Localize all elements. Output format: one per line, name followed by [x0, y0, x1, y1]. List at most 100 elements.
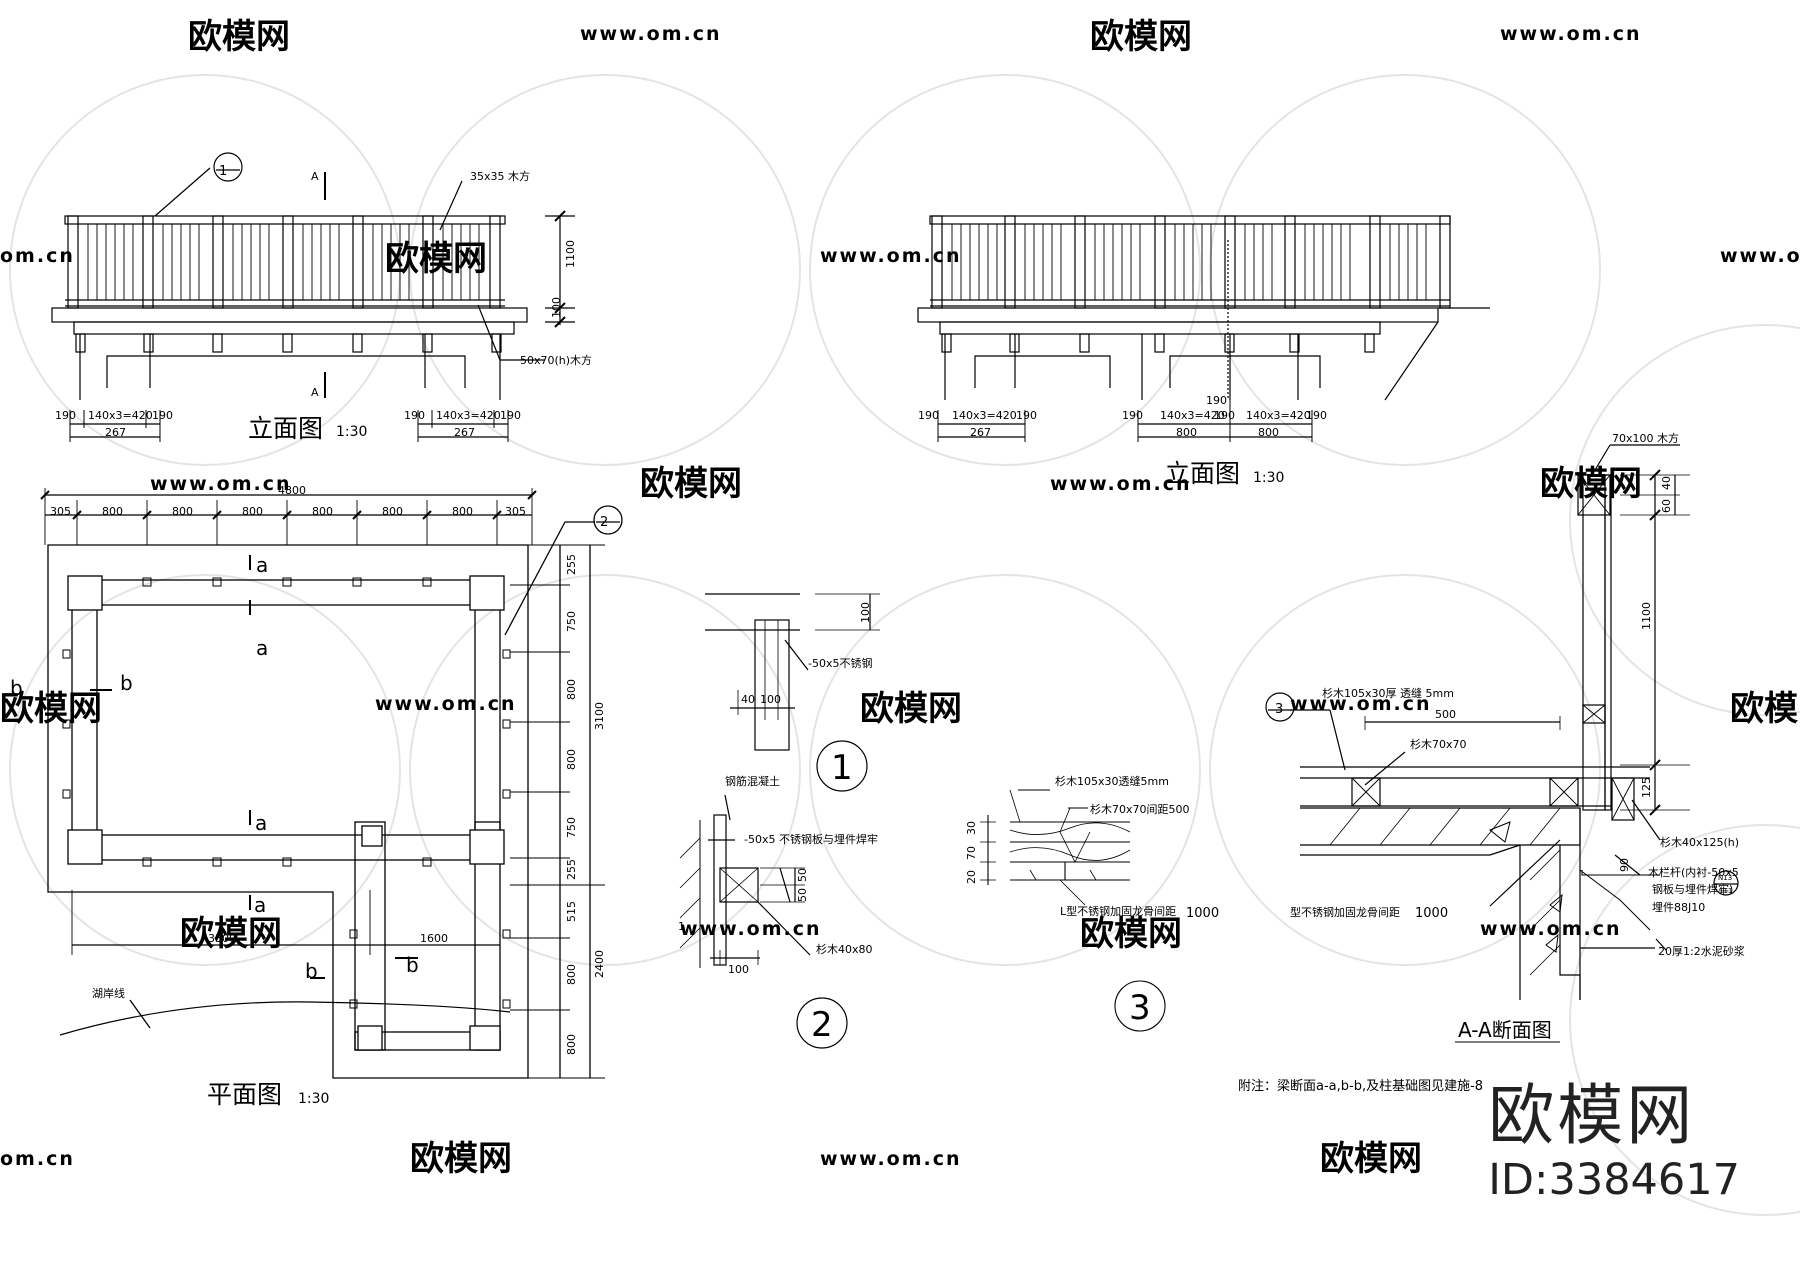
- dim-total: 267: [454, 426, 475, 439]
- dim-value: 800: [452, 505, 473, 518]
- wood-label: 杉木40x80: [816, 942, 873, 956]
- dim-value: 190: [55, 409, 76, 422]
- footnote: 附注：梁断面a-a,b-b,及柱基础图见建施-8: [1238, 1079, 1483, 1094]
- top-label: 70x100 木方: [1612, 431, 1679, 445]
- watermark-brand: 欧模网: [860, 689, 962, 729]
- section-label-a: a: [256, 553, 268, 577]
- dim-value: 255: [565, 554, 578, 575]
- dim-value: 20: [965, 870, 978, 884]
- steel-label: 型不锈钢加固龙骨间距: [1290, 905, 1400, 919]
- concrete-label: 钢筋混凝土: [725, 774, 780, 788]
- detail-ref-number: 3: [1275, 702, 1283, 717]
- detail-ref-number: 1: [219, 164, 227, 179]
- dim-value: 800: [565, 1034, 578, 1055]
- dim-value: 750: [565, 817, 578, 838]
- section-label-a: a: [254, 893, 266, 917]
- brand-block: 欧模网 ID:3384617: [1488, 1083, 1740, 1207]
- watermark-url: www.om.cn: [680, 918, 822, 940]
- dim-value: 70: [965, 846, 978, 860]
- watermark-brand: 欧模网: [1540, 464, 1642, 504]
- watermark-layer: 欧模网 www.om.cn 欧模网 www.om.cn om.cn 欧模网 ww…: [0, 17, 1800, 1216]
- detail-2-text: 钢筋混凝土 -50x5 不锈钢板与埋件焊牢 50 50 100 杉木40x80 …: [678, 774, 878, 1045]
- detail-1-text: 100 40 100 -50x5不锈钢 1: [741, 602, 872, 788]
- detail-number: 2: [811, 1005, 833, 1045]
- dim-value: 190: [500, 409, 521, 422]
- dim-total: 3100: [593, 702, 606, 730]
- dim-value: 40: [1660, 476, 1673, 490]
- section-mark-label: A: [311, 170, 319, 183]
- watermark-url: www.om.cn: [820, 1148, 962, 1170]
- drawing-title: 立面图: [1165, 459, 1240, 488]
- dim-value: 305: [50, 505, 71, 518]
- drawing-title: 立面图: [248, 414, 323, 443]
- watermark-url: om.cn: [0, 245, 75, 267]
- watermark-url: www.om.cn: [1480, 918, 1622, 940]
- spacing-label: 1000: [1186, 906, 1219, 921]
- dim-total: 800: [1176, 426, 1197, 439]
- dim-value: 140x3=420: [952, 409, 1017, 422]
- section-mark-label: A: [311, 386, 319, 399]
- brand-id: ID:3384617: [1488, 1155, 1740, 1205]
- dim-value: 30: [965, 821, 978, 835]
- dim-value: 1600: [420, 932, 448, 945]
- dim-value: 140x3=420: [88, 409, 153, 422]
- mortar-label: 20厚1:2水泥砂浆: [1658, 944, 1745, 958]
- dim-value: 255: [565, 859, 578, 880]
- dim-value: 90: [1618, 858, 1631, 872]
- handrail-label: 木栏杆(内衬-50x5: [1648, 865, 1739, 879]
- dim-value: 800: [382, 505, 403, 518]
- dim-value: 800: [172, 505, 193, 518]
- watermark-brand: 欧模网: [1090, 17, 1192, 57]
- plate-label: -50x5不锈钢: [808, 657, 872, 670]
- drawing-scale: 1:30: [298, 1091, 329, 1107]
- watermark-brand: 欧模网: [640, 464, 742, 504]
- dim-value: 100: [760, 693, 781, 706]
- circle-ref-top: N13: [1718, 874, 1732, 882]
- joist-span: 500: [1435, 708, 1456, 721]
- watermark-url: www.om.cn: [1720, 245, 1800, 267]
- brand-name: 欧模网: [1488, 1077, 1696, 1154]
- watermark-url: www.om.cn: [1050, 473, 1192, 495]
- dim-value: 190: [918, 409, 939, 422]
- section-title: A-A断面图: [1458, 1018, 1552, 1042]
- dim-value: 800: [565, 749, 578, 770]
- detail-2: [679, 794, 848, 1049]
- section-label-b: b: [305, 959, 318, 983]
- section-label-a: a: [255, 811, 267, 835]
- shore-label: 湖岸线: [92, 986, 125, 1000]
- dim-value: 40: [741, 693, 755, 706]
- elevation-left-text: 1 A A 35x35 木方 50x70(h)木方 1100 100 190 1…: [55, 164, 592, 443]
- dim-total: 4800: [278, 484, 306, 497]
- dim-total: 267: [970, 426, 991, 439]
- dim-value: 800: [565, 679, 578, 700]
- watermark-brand: 欧模网: [1320, 1139, 1422, 1179]
- dim-value: 190: [1122, 409, 1143, 422]
- joist-label: 杉木70x70: [1410, 737, 1467, 751]
- watermark-brand: 欧模网: [410, 1139, 512, 1179]
- dim-value: 305: [505, 505, 526, 518]
- dim-value: 190: [404, 409, 425, 422]
- detail-number: 1: [831, 748, 853, 788]
- watermark-brand: 欧模网: [1730, 689, 1800, 729]
- post-label: 35x35 木方: [470, 169, 530, 183]
- drawing-scale: 1:30: [1253, 470, 1284, 486]
- dim-total: 267: [105, 426, 126, 439]
- dim-total: 2400: [593, 950, 606, 978]
- dim-value: 3300: [208, 932, 236, 945]
- beam-label: 50x70(h)木方: [520, 353, 592, 367]
- plate-label: -50x5 不锈钢板与埋件焊牢: [744, 832, 878, 846]
- dim-total: 800: [1258, 426, 1279, 439]
- dim-base: 100: [550, 297, 563, 318]
- drawing-scale: 1:30: [336, 424, 367, 440]
- dim-value: 800: [102, 505, 123, 518]
- section-label-b: b: [10, 676, 23, 700]
- detail-number: 3: [1129, 988, 1151, 1028]
- dim-value: 515: [565, 901, 578, 922]
- dim-value: 1100: [1640, 602, 1653, 630]
- detail-ref-number: 2: [600, 515, 608, 530]
- dim-value: 750: [565, 611, 578, 632]
- detail-3: [980, 789, 1166, 1032]
- plan-view-text: 4800 305 800 800 800 800 800 800 305 255…: [10, 484, 608, 1109]
- dim-value: 140x3=420: [436, 409, 501, 422]
- dim-value: 800: [242, 505, 263, 518]
